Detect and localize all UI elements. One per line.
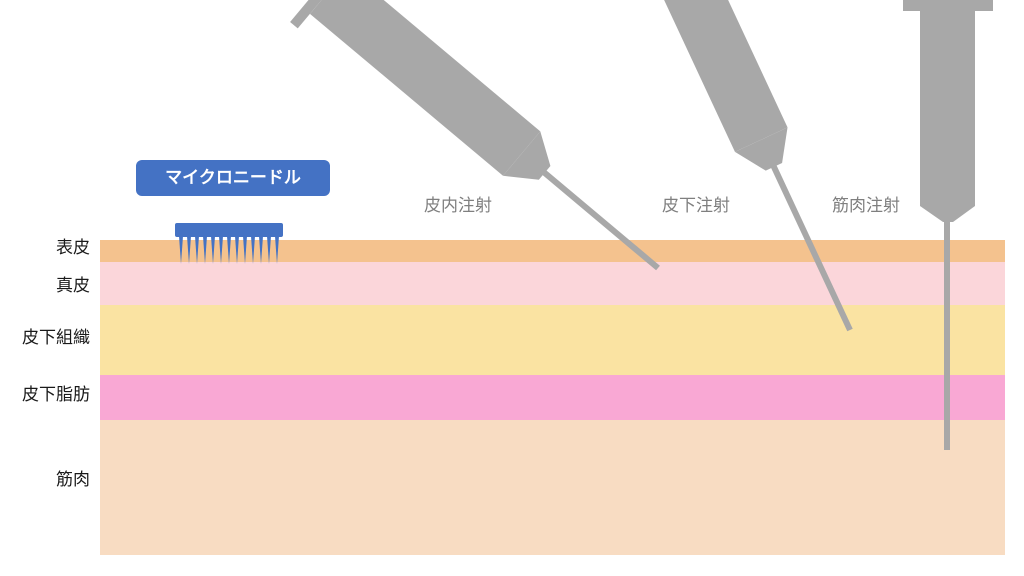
syringe-barrel bbox=[603, 0, 788, 152]
syringe-intramuscular bbox=[903, 0, 993, 450]
microneedle-tooth bbox=[219, 236, 223, 264]
microneedle-tooth bbox=[211, 236, 215, 264]
layer-dermis bbox=[100, 262, 1005, 305]
syringe-taper bbox=[920, 206, 975, 222]
dermis-label: 真皮 bbox=[56, 276, 90, 295]
syringe-barrel bbox=[920, 8, 975, 206]
layer-epidermis bbox=[100, 240, 1005, 262]
syringe-flange bbox=[290, 0, 360, 29]
syringe-taper bbox=[734, 127, 788, 171]
syringe-needle bbox=[770, 163, 853, 332]
intramuscular-injection-label: 筋肉注射 bbox=[832, 196, 900, 215]
microneedle-tooth bbox=[259, 236, 263, 264]
syringe-subcutaneous bbox=[603, 0, 853, 332]
layer-subcutaneous-tissue bbox=[100, 305, 1005, 375]
subcutaneous-fat-label: 皮下脂肪 bbox=[22, 385, 90, 404]
microneedle-patch bbox=[175, 223, 283, 264]
subcutaneous-tissue-label: 皮下組織 bbox=[22, 328, 90, 347]
syringe-needle bbox=[541, 169, 660, 271]
microneedle-tooth bbox=[251, 236, 255, 264]
microneedle-base bbox=[175, 223, 283, 237]
layer-subcutaneous-fat bbox=[100, 375, 1005, 420]
intradermal-injection-label: 皮内注射 bbox=[424, 196, 492, 215]
syringe-barrel bbox=[309, 0, 541, 176]
syringe-intradermal bbox=[290, 0, 660, 271]
layer-muscle bbox=[100, 420, 1005, 555]
subcutaneous-injection-label: 皮下注射 bbox=[662, 196, 730, 215]
microneedle-tooth bbox=[235, 236, 239, 264]
microneedle-tooth bbox=[195, 236, 199, 264]
microneedle-tooth bbox=[179, 236, 183, 264]
microneedle-tooth bbox=[243, 236, 247, 264]
syringe-taper bbox=[503, 131, 551, 180]
microneedle-tooth bbox=[227, 236, 231, 264]
muscle-label: 筋肉 bbox=[56, 470, 90, 489]
microneedle-teeth bbox=[179, 236, 279, 264]
epidermis-label: 表皮 bbox=[56, 238, 90, 257]
syringe-thumb-pad bbox=[903, 0, 993, 11]
microneedle-tooth bbox=[203, 236, 207, 264]
microneedle-tooth bbox=[267, 236, 271, 264]
syringe-needle bbox=[944, 218, 950, 450]
microneedle-tooth bbox=[187, 236, 191, 264]
microneedle-label-badge: マイクロニードル bbox=[136, 160, 330, 196]
microneedle-tooth bbox=[275, 236, 279, 264]
skin-layers bbox=[100, 240, 1005, 555]
